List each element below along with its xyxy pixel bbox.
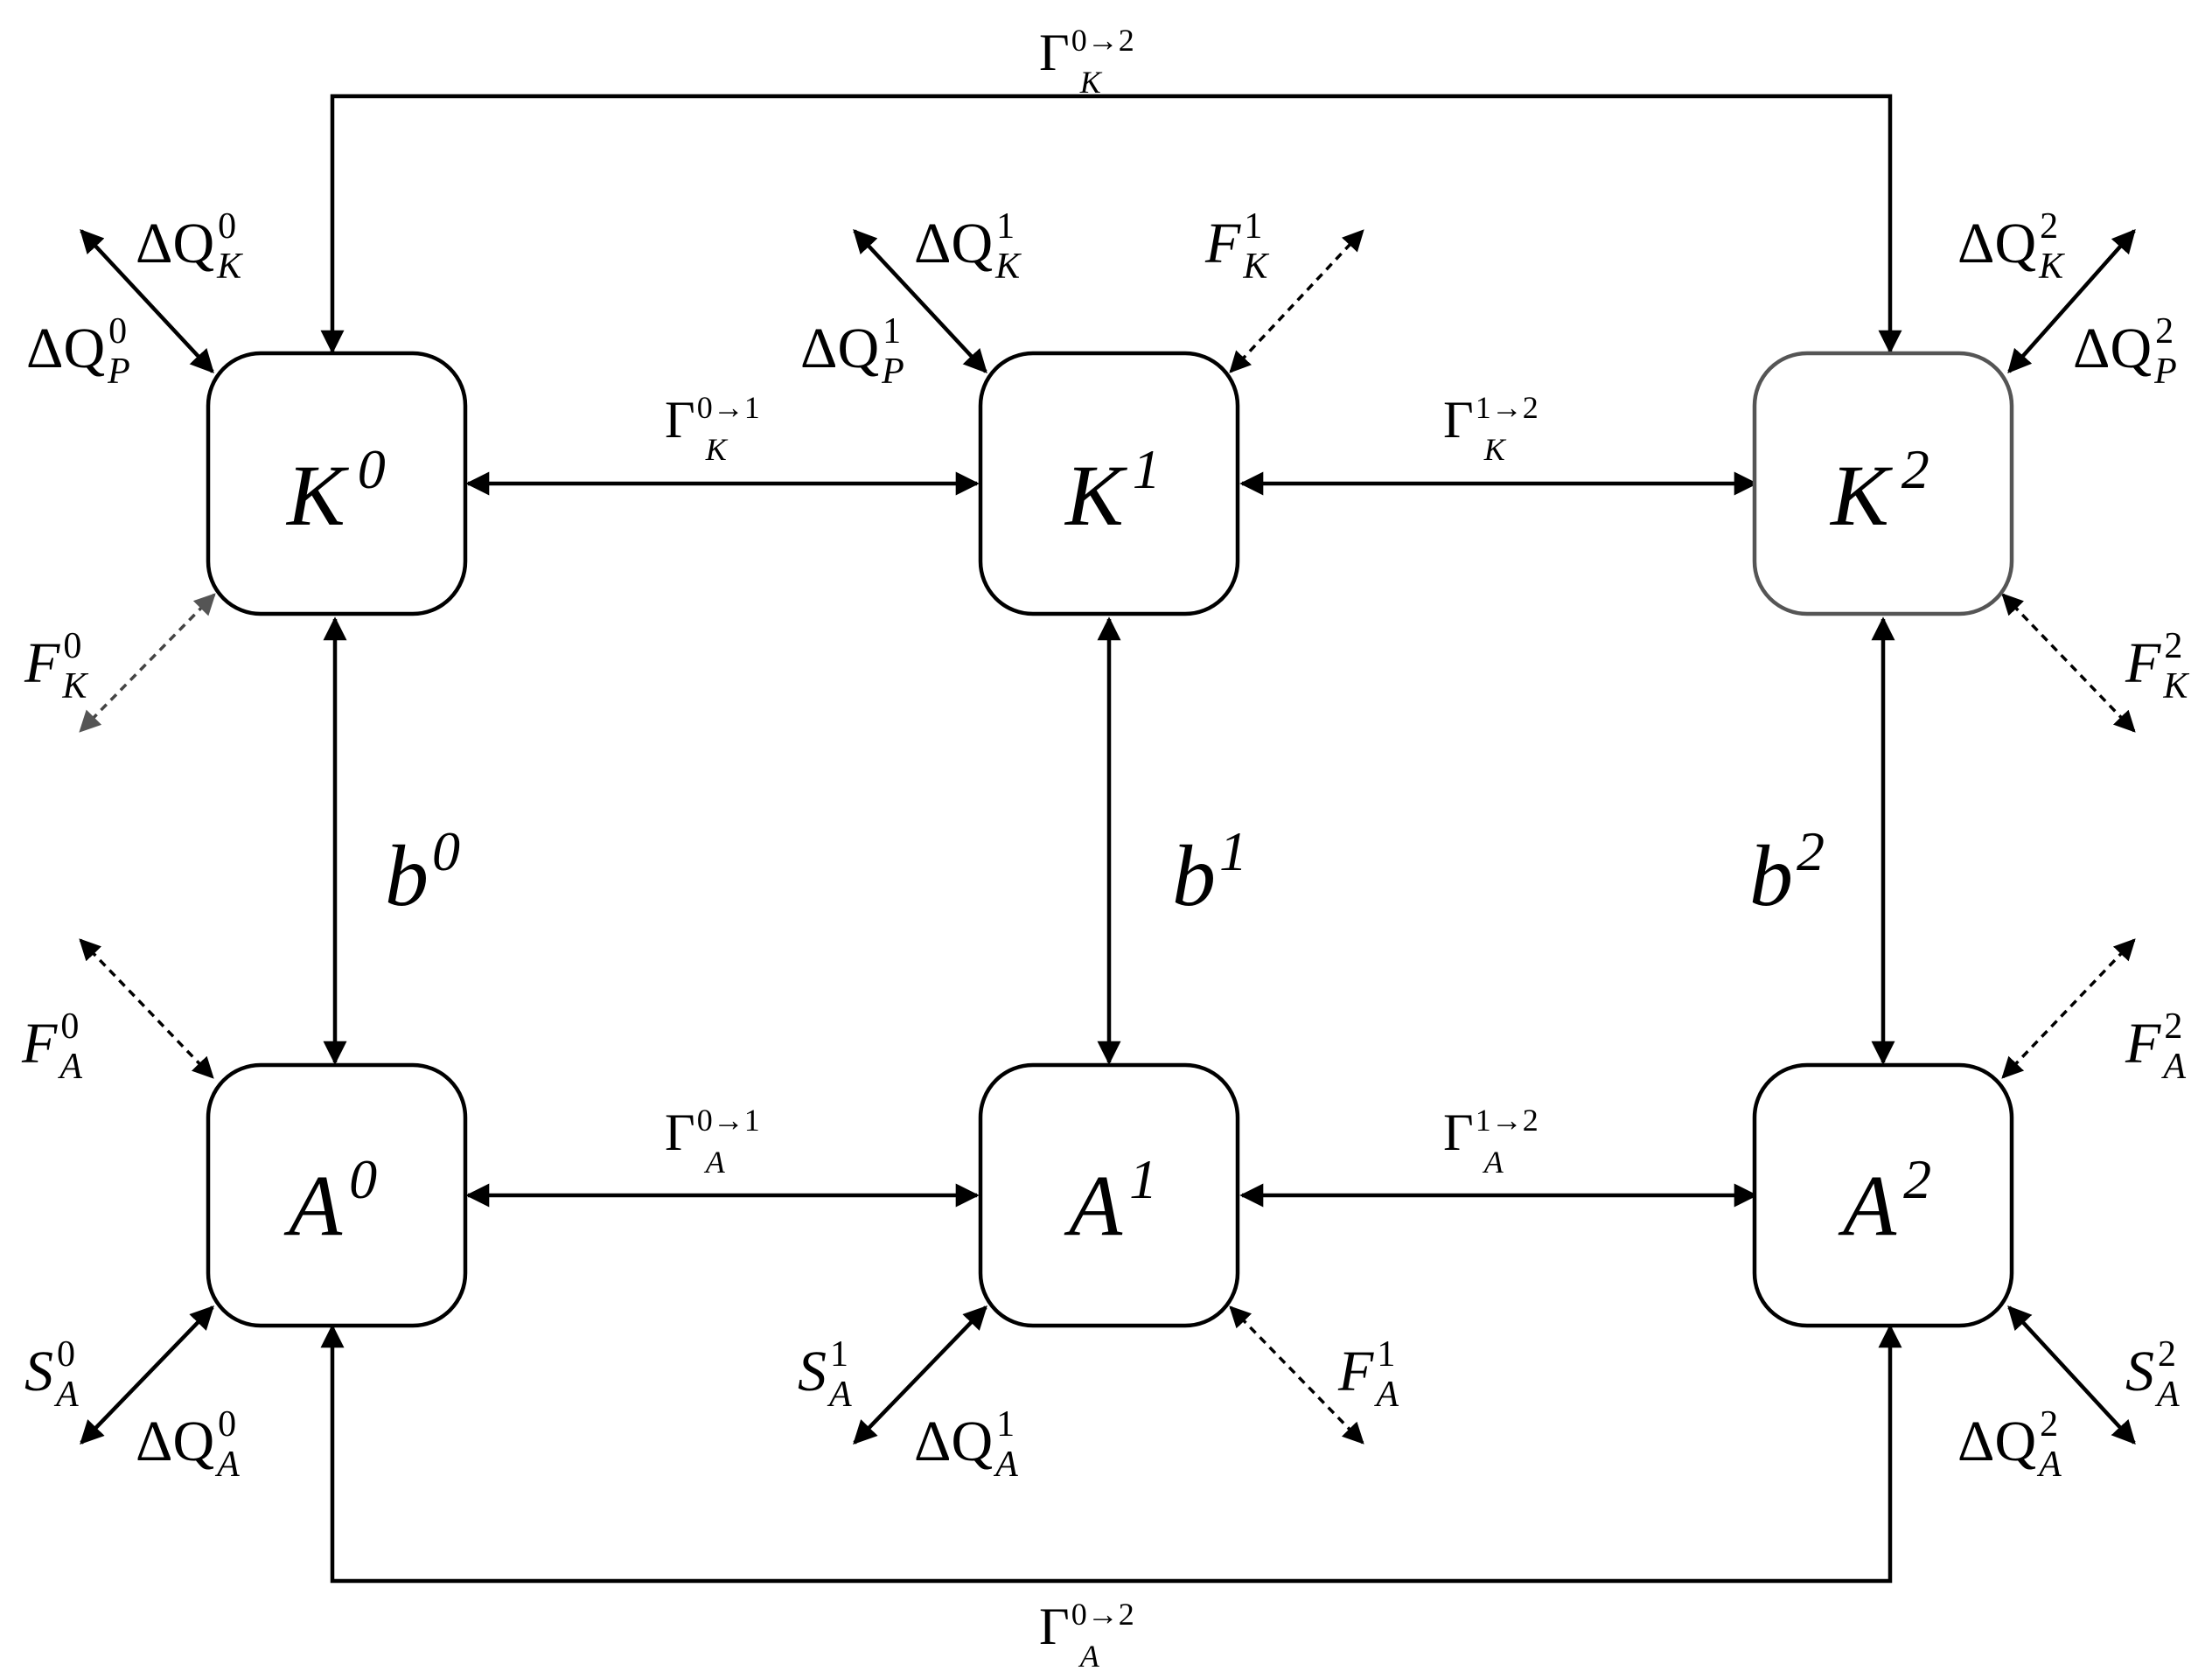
a0-sdq-arrow <box>80 1305 214 1445</box>
svg-text:A0: A0 <box>283 1148 377 1254</box>
bottom-outer-connector <box>320 1324 1902 1584</box>
b1-label: b1 <box>1172 820 1247 924</box>
k2-f-arrow <box>2001 593 2136 733</box>
svg-text:K2: K2 <box>1829 438 1929 544</box>
b2-label: b2 <box>1749 820 1825 924</box>
a1-f-arrow <box>1229 1305 1364 1445</box>
a2-sdq-arrow <box>2007 1305 2136 1445</box>
k0-f-arrow <box>79 593 216 733</box>
k2-dq-arrow <box>2007 228 2136 374</box>
a0-f-arrow <box>79 938 214 1079</box>
k0-dq-arrow <box>80 229 214 373</box>
a2-f-arrow <box>2001 938 2136 1079</box>
top-outer-connector <box>320 94 1902 354</box>
k1-f-arrow <box>1229 229 1364 373</box>
k1-dq-arrow <box>853 229 987 373</box>
svg-text:K0: K0 <box>285 438 386 544</box>
svg-text:K1: K1 <box>1064 438 1161 544</box>
svg-text:A1: A1 <box>1064 1148 1157 1254</box>
a1-sdq-arrow <box>853 1305 987 1445</box>
b0-label: b0 <box>385 820 460 924</box>
svg-text:A2: A2 <box>1838 1148 1931 1254</box>
